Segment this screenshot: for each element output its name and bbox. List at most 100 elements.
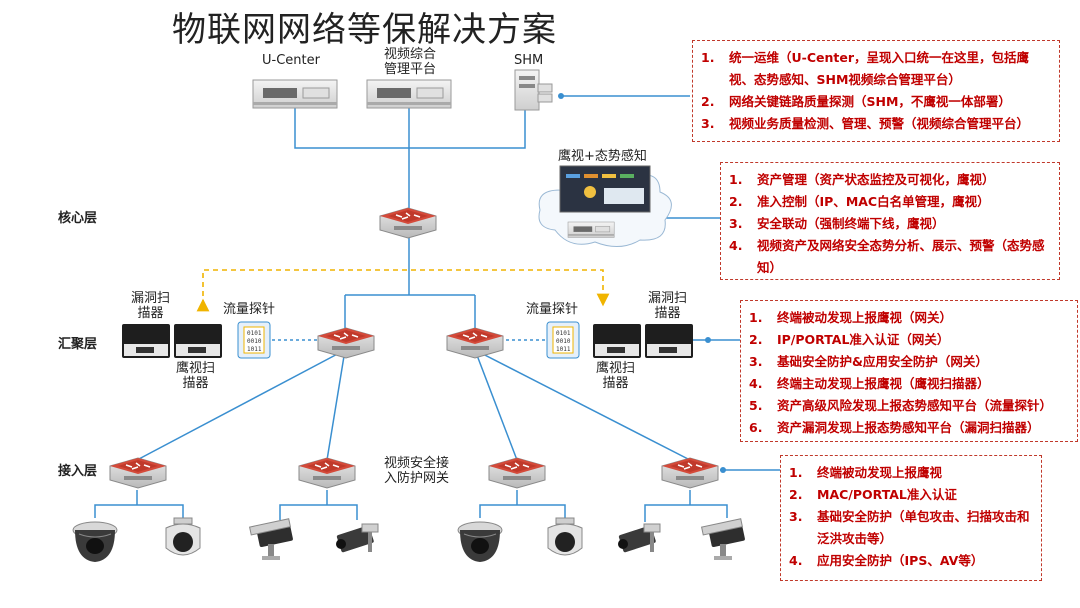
- bullet-camera-icon: [249, 518, 294, 561]
- feature-item-text: MAC/PORTAL准入认证: [817, 487, 957, 502]
- feature-item: 2.IP/PORTAL准入认证（网关）: [749, 329, 1069, 351]
- bullet-camera-icon: [617, 523, 661, 554]
- feature-item: 3.基础安全防护（单包攻击、扫描攻击和泛洪攻击等）: [789, 506, 1033, 550]
- link-dot: [705, 337, 711, 343]
- feature-item: 2.准入控制（IP、MAC白名单管理，鹰视）: [729, 191, 1051, 213]
- feature-list-core: 1.资产管理（资产状态监控及可视化，鹰视）2.准入控制（IP、MAC白名单管理，…: [729, 169, 1051, 279]
- feature-item-text: 资产管理（资产状态监控及可视化，鹰视）: [757, 172, 995, 187]
- feature-item-text: 准入控制（IP、MAC白名单管理，鹰视）: [757, 194, 990, 209]
- dome-camera-icon: [457, 521, 503, 563]
- vuln-scanner-left-label-line1: 漏洞扫: [131, 291, 171, 306]
- feature-item-number: 2.: [701, 94, 715, 109]
- yingshi-scanner-left-label-line2: 描器: [182, 376, 209, 391]
- feature-item-number: 4.: [729, 238, 743, 253]
- feature-item: 2.MAC/PORTAL准入认证: [789, 484, 1033, 506]
- link-access-2: [326, 349, 346, 461]
- link-access-4: [474, 349, 691, 461]
- layer-aggregation: 汇聚层: [58, 337, 98, 352]
- feature-item-text: 资产高级风险发现上报态势感知平台（流量探针）: [777, 398, 1053, 413]
- shm-label: SHM: [514, 53, 544, 68]
- link-cams-1: [94, 490, 184, 518]
- vuln-scanner-right-icon: [645, 324, 693, 358]
- feature-item-number: 4.: [749, 376, 763, 391]
- feature-item: 4. 终端主动发现上报鹰视（鹰视扫描器）: [749, 373, 1069, 395]
- access-switch-4-icon: [661, 457, 719, 489]
- yingshi-scanner-left-icon: [174, 324, 222, 358]
- vuln-scanner-left-label: 漏洞扫 描器: [131, 291, 170, 321]
- feature-list-management: 1.统一运维（U-Center，呈现入口统一在这里，包括鹰视、态势感知、SHM视…: [701, 47, 1051, 135]
- link-ucenter-shm: [294, 108, 526, 149]
- feature-item: 4. 视频资产及网络安全态势分析、展示、预警（态势感知）: [729, 235, 1051, 279]
- page-title: 物联网网络等保解决方案: [172, 10, 557, 50]
- video-platform-label-line1: 视频综合: [384, 47, 437, 62]
- bullet-camera-icon: [335, 523, 379, 554]
- feature-item-number: 2.: [749, 332, 763, 347]
- feature-item-text: 基础安全防护&应用安全防护（网关）: [777, 354, 988, 369]
- feature-item-text: 资产漏洞发现上报态势感知平台（漏洞扫描器）: [777, 420, 1040, 435]
- feature-item: 1.资产管理（资产状态监控及可视化，鹰视）: [729, 169, 1051, 191]
- ptz-camera-icon: [165, 517, 201, 556]
- feature-item-number: 3.: [789, 509, 803, 524]
- access-switch-2-icon: [298, 457, 356, 489]
- ptz-camera-icon: [547, 517, 583, 556]
- yingshi-scanner-right-icon: [593, 324, 641, 358]
- yingshi-scanner-right-label: 鹰视扫 描器: [596, 361, 635, 391]
- feature-item: 2. 网络关键链路质量探测（SHM，不鹰视一体部署）: [701, 91, 1051, 113]
- feature-item-text: 视频业务质量检测、管理、预警（视频综合管理平台）: [729, 116, 1030, 131]
- feature-item: 6. 资产漏洞发现上报态势感知平台（漏洞扫描器）: [749, 417, 1069, 439]
- dome-camera-icon: [72, 521, 118, 563]
- yingshi-situation-label: 鹰视+态势感知: [558, 149, 647, 164]
- access-switch-3-icon: [488, 457, 546, 489]
- core-switch-icon: [379, 207, 437, 239]
- video-platform-label-line2: 管理平台: [384, 62, 437, 77]
- feature-item-text: 网络关键链路质量探测（SHM，不鹰视一体部署）: [729, 94, 1011, 109]
- shm-tower-icon: [514, 69, 553, 111]
- access-switch-1-icon: [109, 457, 167, 489]
- feature-item-text: 终端被动发现上报鹰视: [817, 465, 943, 480]
- feature-item-number: 4.: [789, 553, 803, 568]
- feature-box-management: 1.统一运维（U-Center，呈现入口统一在这里，包括鹰视、态势感知、SHM视…: [692, 40, 1060, 142]
- vuln-scanner-right-label-line2: 描器: [654, 306, 681, 321]
- feature-item-number: 3.: [729, 216, 743, 231]
- layer-access: 接入层: [58, 464, 98, 479]
- feature-item: 5. 资产高级风险发现上报态势感知平台（流量探针）: [749, 395, 1069, 417]
- feature-item-text: 终端被动发现上报鹰视（网关）: [777, 310, 953, 325]
- vuln-scanner-left-icon: [122, 324, 170, 358]
- video-gateway-label-line1: 视频安全接: [384, 456, 450, 471]
- bullet-camera-icon: [701, 518, 746, 561]
- layer-core: 核心层: [58, 211, 98, 226]
- cloud-server-icon: [567, 221, 615, 238]
- feature-item-text: 终端主动发现上报鹰视（鹰视扫描器）: [777, 376, 990, 391]
- yingshi-scanner-left-label: 鹰视扫 描器: [176, 361, 215, 391]
- video-platform-server-icon: [366, 79, 452, 109]
- probe-right-label: 流量探针: [526, 302, 579, 317]
- ucenter-label: U-Center: [262, 53, 320, 68]
- feature-item-number: 3.: [749, 354, 763, 369]
- feature-item-number: 1.: [749, 310, 763, 325]
- video-gateway-label-line2: 入防护网关: [384, 471, 450, 486]
- report-arrow: [196, 269, 610, 312]
- feature-item: 3. 基础安全防护&应用安全防护（网关）: [749, 351, 1069, 373]
- feature-item-number: 5.: [749, 398, 763, 413]
- yingshi-scanner-right-label-line2: 描器: [602, 376, 629, 391]
- link-cams-2: [279, 490, 358, 520]
- aggregation-switch-left-icon: [317, 327, 375, 359]
- link-cams-3: [479, 490, 566, 518]
- feature-item-text: 视频资产及网络安全态势分析、展示、预警（态势感知）: [757, 238, 1045, 275]
- link-access-3: [474, 349, 518, 461]
- yingshi-scanner-left-label-line1: 鹰视扫: [176, 361, 216, 376]
- feature-list-aggregation: 1. 终端被动发现上报鹰视（网关） 2.IP/PORTAL准入认证（网关） 3. 基础安…: [749, 307, 1069, 439]
- video-gateway-label: 视频安全接 入防护网关: [384, 456, 449, 486]
- vuln-scanner-right-label: 漏洞扫 描器: [648, 291, 687, 321]
- vuln-scanner-left-label-line2: 描器: [137, 306, 164, 321]
- feature-item: 1.统一运维（U-Center，呈现入口统一在这里，包括鹰视、态势感知、SHM视…: [701, 47, 1051, 91]
- feature-item-text: 应用安全防护（IPS、AV等）: [817, 553, 984, 568]
- link-dot: [720, 467, 726, 473]
- feature-item-number: 6.: [749, 420, 763, 435]
- probe-left-label: 流量探针: [223, 302, 276, 317]
- feature-item-number: 1.: [701, 50, 715, 65]
- link-dot: [558, 93, 564, 99]
- feature-item: 4. 应用安全防护（IPS、AV等）: [789, 550, 1033, 572]
